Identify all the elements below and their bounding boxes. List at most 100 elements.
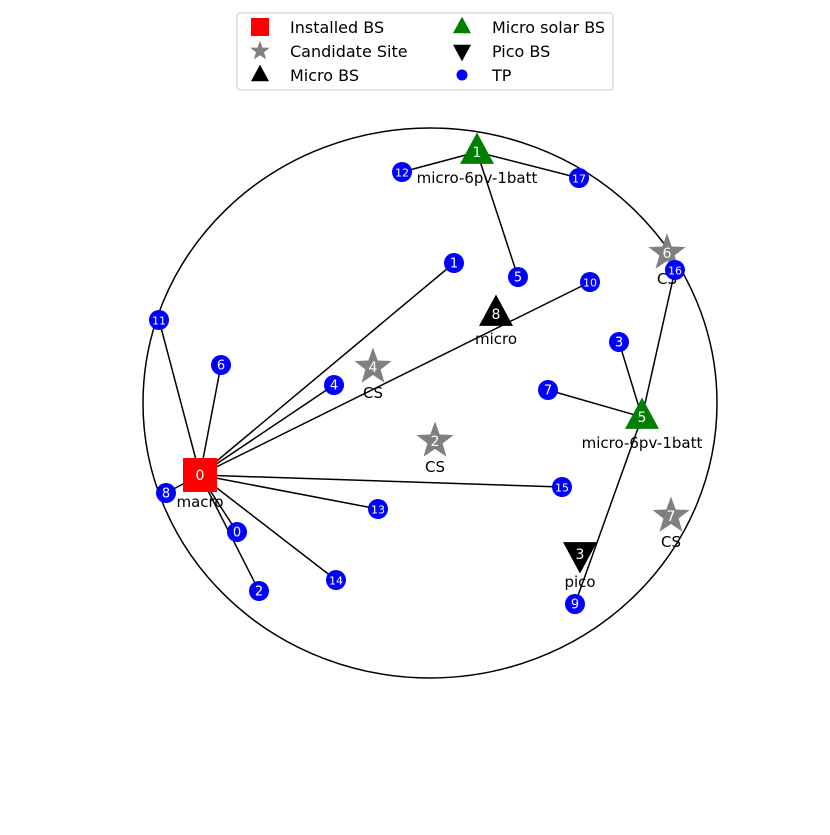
legend-label: Micro solar BS [492,18,605,37]
test-point-dot [326,570,346,590]
test-point-id: 0 [233,526,241,541]
link-bs-0-tp-6 [199,364,222,476]
test-point-id: 4 [330,379,338,394]
station-id: 4 [369,360,378,376]
station-id: 7 [667,509,676,525]
link-bs-5-tp-9 [574,416,643,605]
red-square-icon [251,18,269,36]
legend-label: Candidate Site [290,42,408,61]
micro-marker [479,294,513,326]
test-point-5: 5 [508,267,528,287]
test-point-dot [538,380,558,400]
test-point-dot [569,168,589,188]
test-point-dot [324,375,344,395]
pico-marker [563,542,597,574]
test-point-dot [444,253,464,273]
test-point-dot [665,260,685,280]
candidate-marker [648,233,686,269]
test-point-7: 7 [538,380,558,400]
test-point-dot [565,594,585,614]
legend-item: Micro solar BS [453,16,605,37]
link-bs-0-tp-11 [158,319,201,476]
test-point-14: 14 [326,570,346,590]
station-label: pico [564,573,595,591]
station-label: CS [425,458,445,476]
legend-item: Installed BS [251,18,384,37]
black-triangle-up-icon [251,64,269,82]
installed-marker [183,458,217,492]
station-id: 0 [196,468,205,484]
test-point-dot [156,483,176,503]
test-point-id: 7 [544,384,552,399]
station-bs-6: 6CS [648,233,686,288]
test-point-id: 10 [583,277,597,290]
legend-label: TP [491,66,512,85]
station-label: CS [661,533,681,551]
test-point-dot [249,581,269,601]
link-bs-0-tp-10 [199,281,591,476]
test-point-0: 0 [227,522,247,542]
test-point-10: 10 [580,272,600,292]
link-bs-0-tp-1 [199,262,455,476]
test-point-17: 17 [569,168,589,188]
test-point-dot [508,267,528,287]
test-point-id: 6 [217,359,225,374]
green-triangle-up-icon [453,16,471,34]
link-bs-5-tp-3 [618,341,643,418]
test-point-dot [227,522,247,542]
legend-label: Micro BS [290,66,359,85]
test-point-dot [392,162,412,182]
coverage-circle [142,127,718,679]
station-bs-5: 5 micro-6pv-1batt [582,397,703,452]
test-point-11: 11 [149,310,169,330]
black-triangle-down-icon [453,44,471,62]
test-point-id: 15 [555,482,569,495]
test-point-16: 16 [665,260,685,280]
station-label: macro [176,493,223,511]
station-label: CS [363,384,383,402]
test-point-2: 2 [249,581,269,601]
test-point-id: 3 [615,336,623,351]
link-bs-0-tp-13 [199,474,379,510]
station-bs-4: 4CS [354,347,392,402]
link-bs-1-tp-12 [401,151,478,173]
test-point-3: 3 [609,332,629,352]
test-point-12: 12 [392,162,412,182]
station-id: 8 [492,307,501,323]
station-bs-7: 7CS [652,496,690,551]
test-point-dot [211,355,231,375]
link-bs-0-tp-15 [199,474,563,488]
station-id: 6 [663,246,672,262]
legend-item: Candidate Site [250,40,408,61]
test-point-id: 9 [571,598,579,613]
test-point-dot [149,310,169,330]
blue-dot-icon [456,69,468,81]
legend-label: Installed BS [290,18,384,37]
station-label: micro-6pv-1batt [417,169,538,187]
gray-star-icon [250,40,270,60]
test-point-id: 2 [255,585,263,600]
link-bs-1-tp-17 [476,151,580,179]
link-bs-0-tp-14 [199,474,337,581]
test-point-id: 11 [152,315,166,328]
test-point-1: 1 [444,253,464,273]
station-id: 2 [431,434,440,450]
test-point-dot [368,499,388,519]
test-point-15: 15 [552,477,572,497]
station-id: 3 [576,547,585,563]
candidate-marker [652,496,690,532]
test-point-4: 4 [324,375,344,395]
link-bs-0-tp-4 [199,384,335,476]
station-label: micro-6pv-1batt [582,434,703,452]
legend-item: TP [456,66,512,85]
station-id: 5 [638,410,647,426]
test-point-id: 16 [668,265,682,278]
test-point-id: 13 [371,504,385,517]
link-bs-5-tp-7 [547,389,643,418]
test-point-id: 12 [395,167,409,180]
